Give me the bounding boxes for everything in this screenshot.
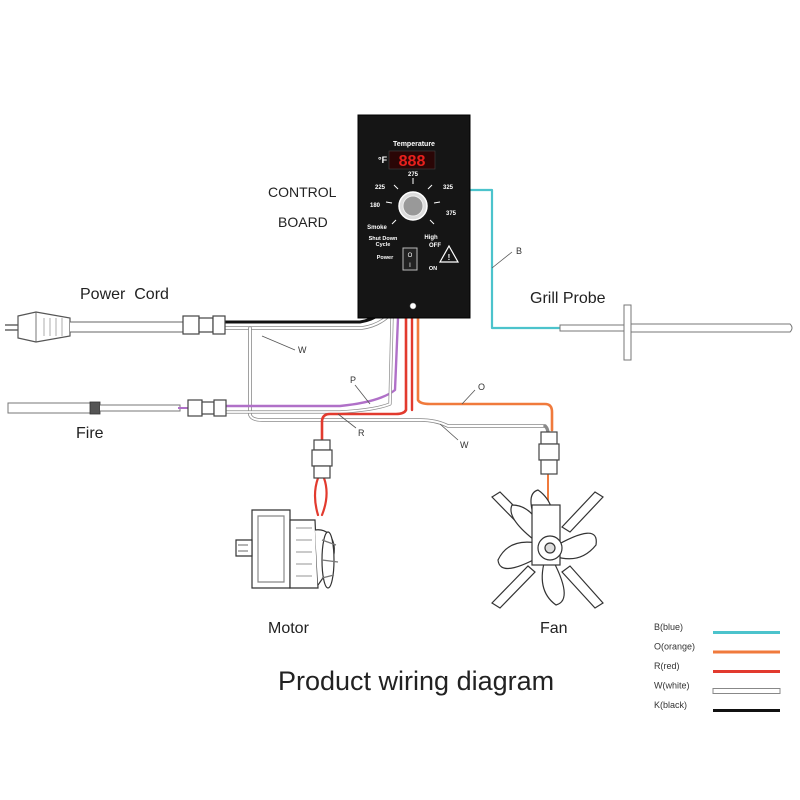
motor-lead [313,476,320,517]
dial-shutdown-2: Cycle [376,242,391,248]
temperature-label: Temperature [393,141,435,148]
white-wire-power [224,317,387,329]
switch-i: I [409,263,411,269]
orange-wire [416,316,554,432]
black-wire [223,312,382,324]
panel-screw-hole [409,302,417,310]
svg-text:!: ! [448,253,451,262]
motor-lead-2 [320,476,328,517]
legend-label: B(blue) [654,622,683,632]
red-wire [320,316,408,442]
motor-connector [311,439,333,479]
dial-high: High [424,235,438,241]
diagram-title: Product wiring diagram [278,666,554,696]
control-board: Temperature °F 888 275 225 325 180 375 S… [357,114,471,319]
dial-mark-375: 375 [446,211,457,217]
fan-label: Fan [540,620,568,637]
white-wire-left [249,327,546,427]
unit-label: °F [378,155,388,165]
tag-orange: O [478,382,485,392]
warning-icon [438,244,460,263]
control-board-label-1: CONTROL [268,184,337,200]
power-cord-connector [182,315,226,335]
legend-label: R(red) [654,661,680,671]
grill-probe [559,304,793,361]
switch-o: O [408,253,413,259]
blue-wire [468,188,562,330]
purple-wire [223,316,400,408]
wire-tags: B W P R O W [261,246,522,450]
wires [223,188,562,517]
on-label: ON [429,266,437,272]
power-switch[interactable] [402,247,418,271]
dial-mark-180: 180 [370,203,381,209]
power-cord-plug [5,311,186,343]
power-label: Power [377,255,394,261]
power-cord-label: Power Cord [80,286,169,303]
dial-mark-225: 225 [375,185,386,191]
legend-swatch [712,688,781,694]
grill-probe-label: Grill Probe [530,290,606,307]
tag-red: R [358,428,365,438]
fire-connector [187,399,227,417]
dial-mark-325: 325 [443,185,454,191]
tag-white-upper: W [298,345,307,355]
fan-drawing [491,489,604,609]
legend-label: W(white) [654,681,690,691]
color-legend: B(blue) O(orange) R(red) W(white) K(black) [654,622,781,712]
legend-label: O(orange) [654,642,695,652]
led-display [388,150,436,170]
dial-shutdown-1: Shut Down [369,236,398,242]
dial-off: OFF [429,243,441,249]
motor-drawing [235,509,339,589]
control-board-label-2: BOARD [278,214,328,230]
legend-label: K(black) [654,700,687,710]
tag-purple: P [350,375,356,385]
fire-label: Fire [76,425,104,442]
tag-white-lower: W [460,440,469,450]
white-wire-fire [224,317,393,413]
dial-smoke: Smoke [367,225,387,231]
led-digits: 888 [399,153,426,170]
motor-label: Motor [268,620,310,637]
dial-mark-275: 275 [408,172,419,178]
fire-igniter [7,401,190,415]
tag-blue: B [516,246,522,256]
fan-connector [538,431,560,475]
